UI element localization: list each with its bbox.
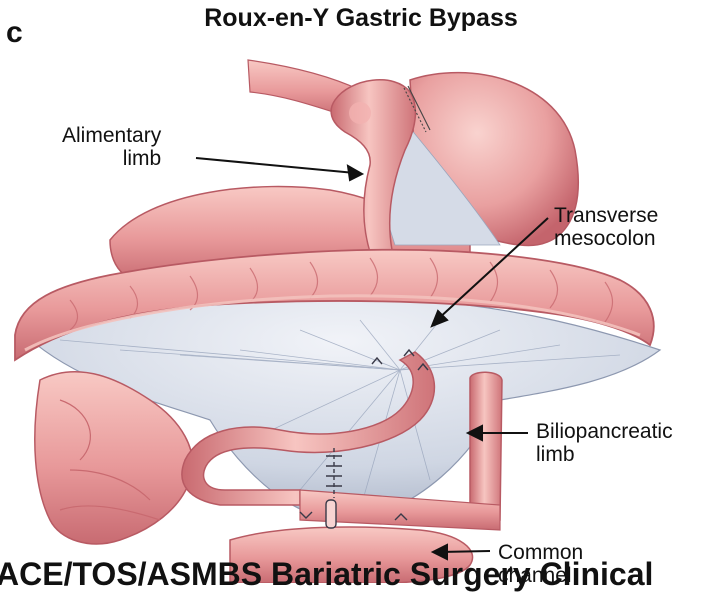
pouch-highlight — [349, 102, 371, 124]
label-alimentary-limb: Alimentary limb — [62, 124, 161, 170]
source-caption: ACE/TOS/ASMBS Bariatric Surgery Clinical — [0, 556, 653, 593]
label-transverse-line2: mesocolon — [554, 227, 658, 250]
label-transverse-mesocolon: Transverse mesocolon — [554, 204, 658, 250]
label-biliopancreatic-limb: Biliopancreatic limb — [536, 420, 673, 466]
label-alimentary-line1: Alimentary — [62, 124, 161, 147]
label-bilio-line2: limb — [536, 443, 673, 466]
label-transverse-line1: Transverse — [554, 204, 658, 227]
biliopancreatic-limb — [470, 372, 502, 520]
label-alimentary-line2: limb — [62, 147, 161, 170]
label-bilio-line1: Biliopancreatic — [536, 420, 673, 443]
figure-title: Roux-en-Y Gastric Bypass — [0, 4, 722, 33]
